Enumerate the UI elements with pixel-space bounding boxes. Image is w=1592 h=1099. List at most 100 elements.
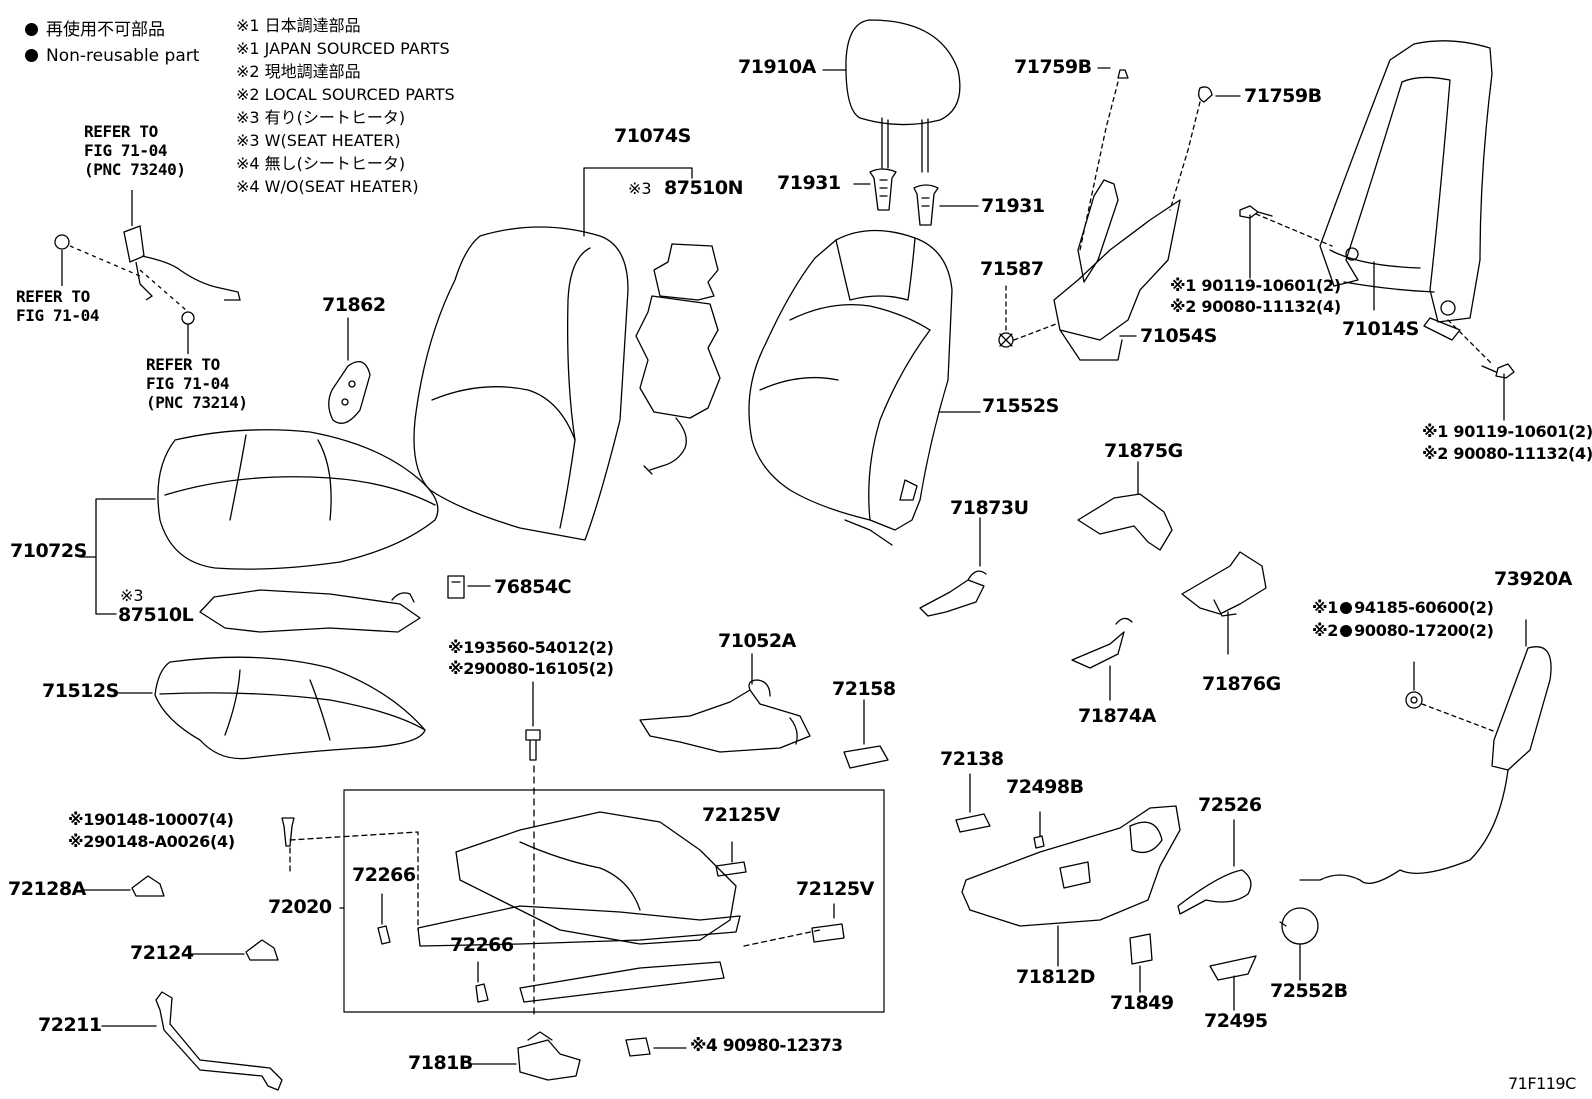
part-87510L[interactable]: 87510L — [118, 604, 194, 626]
part-71074S[interactable]: 71074S — [614, 125, 691, 147]
code-bolt-r-1[interactable]: ※1 90119-10601(2) — [1422, 422, 1592, 441]
legend-reuse-jp: 再使用不可部品 — [25, 22, 165, 39]
part-72020[interactable]: 72020 — [268, 896, 332, 918]
refer-1-line3[interactable]: (PNC 73240) — [84, 160, 186, 179]
leader-71587 — [1005, 285, 1057, 341]
part-72125V-1[interactable]: 72125V — [702, 804, 780, 826]
part-72495[interactable]: 72495 — [1204, 1010, 1268, 1032]
part-71587-illustration — [998, 332, 1014, 348]
part-71512S[interactable]: 71512S — [42, 680, 119, 702]
part-73920A[interactable]: 73920A — [1494, 568, 1572, 590]
part-72266-1[interactable]: 72266 — [352, 864, 416, 886]
code-nut-1-mark: ※1 — [1312, 598, 1339, 617]
code-bolt-r-2[interactable]: ※2 90080-11132(4) — [1422, 444, 1592, 463]
part-72158[interactable]: 72158 — [832, 678, 896, 700]
washer-icon — [181, 311, 195, 325]
part-71910A[interactable]: 71910A — [738, 56, 816, 78]
part-87510N-note: ※3 — [628, 179, 652, 198]
bolt-illustrations — [1239, 205, 1515, 379]
part-71931-2[interactable]: 71931 — [981, 195, 1045, 217]
code-nut-1-number: 94185-60600(2) — [1354, 598, 1494, 617]
note-4-en: ※4 W/O(SEAT HEATER) — [236, 177, 419, 196]
leader-71759B-text — [1097, 67, 1241, 97]
code-bolt-center-2[interactable]: ※290080-16105(2) — [448, 659, 614, 678]
part-72158-illustration — [843, 745, 889, 769]
part-71587[interactable]: 71587 — [980, 258, 1044, 280]
note-2-jp: ※2 現地調達部品 — [236, 62, 361, 81]
figure-id: 71F119C — [1508, 1074, 1576, 1093]
refer-3-line3[interactable]: (PNC 73214) — [146, 393, 248, 412]
seat-cushion-pad-illustration — [154, 656, 426, 760]
part-71873U[interactable]: 71873U — [950, 497, 1029, 519]
note-3-jp: ※3 有り(シートヒータ) — [236, 108, 406, 127]
left-small-parts-illustration — [131, 817, 295, 1091]
code-nut-2-mark: ※2 — [1312, 621, 1339, 640]
leaders-72266 — [381, 893, 479, 983]
seatback-frame-inner-illustration — [1053, 69, 1213, 361]
seat-heater-back-illustration — [635, 243, 721, 475]
part-73920A-illustration — [1299, 619, 1552, 884]
refer-2-line2[interactable]: FIG 71-04 — [16, 306, 100, 325]
part-7181B[interactable]: 7181B — [408, 1052, 473, 1074]
part-72125V-2[interactable]: 72125V — [796, 878, 874, 900]
refer-1-line1[interactable]: REFER TO — [84, 122, 158, 141]
part-71054S[interactable]: 71054S — [1140, 325, 1217, 347]
part-71072S[interactable]: 71072S — [10, 540, 87, 562]
seat-adjuster-illustration — [417, 811, 741, 1003]
part-71812D[interactable]: 71812D — [1016, 966, 1095, 988]
part-71862[interactable]: 71862 — [322, 294, 386, 316]
part-72124[interactable]: 72124 — [130, 942, 194, 964]
nut-illustration — [1405, 691, 1423, 709]
seat-heater-cushion-illustration — [199, 589, 421, 633]
harness-71052A-illustration — [639, 679, 811, 753]
part-71931-1[interactable]: 71931 — [777, 172, 841, 194]
part-71014S[interactable]: 71014S — [1342, 318, 1419, 340]
seat-cushion-cover-illustration — [157, 429, 439, 570]
part-71876G[interactable]: 71876G — [1202, 673, 1281, 695]
note-1-en: ※1 JAPAN SOURCED PARTS — [236, 39, 450, 58]
part-71875G[interactable]: 71875G — [1104, 440, 1183, 462]
note-2-en: ※2 LOCAL SOURCED PARTS — [236, 85, 455, 104]
part-7181B-illustration — [517, 1031, 581, 1081]
seat-adjuster-group-box — [343, 789, 885, 1013]
part-72552B[interactable]: 72552B — [1270, 980, 1348, 1002]
part-71052A[interactable]: 71052A — [718, 630, 796, 652]
part-71759B-2[interactable]: 71759B — [1244, 85, 1322, 107]
part-72498B[interactable]: 72498B — [1006, 776, 1084, 798]
leader-bolt-tr — [1255, 213, 1333, 247]
part-87510N[interactable]: 87510N — [664, 177, 744, 199]
part-72526[interactable]: 72526 — [1198, 794, 1262, 816]
part-72211[interactable]: 72211 — [38, 1014, 102, 1036]
refer-1-line2[interactable]: FIG 71-04 — [84, 141, 168, 160]
part-72138[interactable]: 72138 — [940, 748, 1004, 770]
leader-bolt-r — [1447, 319, 1493, 365]
code-bolt-tr-2[interactable]: ※2 90080-11132(4) — [1170, 297, 1341, 316]
refer-2-line1[interactable]: REFER TO — [16, 287, 90, 306]
part-87510L-note: ※3 — [120, 586, 144, 605]
connector-90980-illustration — [625, 1037, 651, 1057]
part-71552S[interactable]: 71552S — [982, 395, 1059, 417]
code-bolt-left-1[interactable]: ※190148-10007(4) — [68, 810, 234, 829]
part-71759B-1[interactable]: 71759B — [1014, 56, 1092, 78]
part-72128A[interactable]: 72128A — [8, 878, 86, 900]
code-bolt-tr-1[interactable]: ※1 90119-10601(2) — [1170, 276, 1341, 295]
part-90980-12373[interactable]: ※4 90980-12373 — [690, 1036, 843, 1056]
part-71849[interactable]: 71849 — [1110, 992, 1174, 1014]
part-71874A[interactable]: 71874A — [1078, 705, 1156, 727]
seat-back-pad-illustration — [748, 229, 953, 546]
code-bolt-center-1[interactable]: ※193560-54012(2) — [448, 638, 614, 657]
part-76854C[interactable]: 76854C — [494, 576, 572, 598]
code-bolt-left-2[interactable]: ※290148-A0026(4) — [68, 832, 235, 851]
leader-71931 — [853, 183, 979, 207]
seat-back-cover-illustration — [413, 226, 629, 541]
cover-parts-illustration — [919, 493, 1267, 669]
part-72266-2[interactable]: 72266 — [450, 934, 514, 956]
code-nut-1[interactable]: ※1 94185-60600(2) — [1312, 600, 1494, 616]
refer-3-line2[interactable]: FIG 71-04 — [146, 374, 230, 393]
refer-3-line1[interactable]: REFER TO — [146, 355, 220, 374]
headrest-illustration — [845, 19, 961, 173]
